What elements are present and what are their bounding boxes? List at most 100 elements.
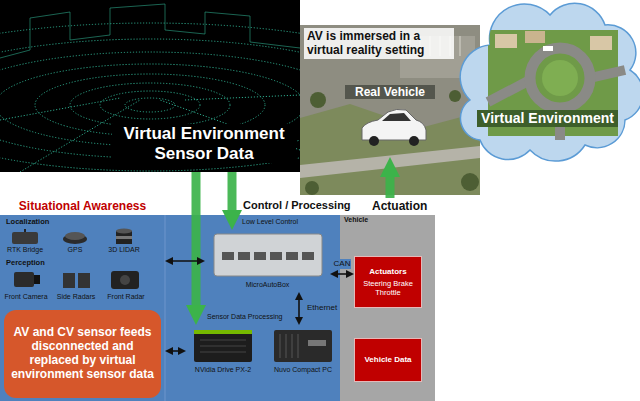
device-pictures — [238, 252, 250, 260]
link-arrow — [298, 295, 300, 322]
aerial-photo — [310, 92, 326, 108]
aerial-photo — [460, 36, 461, 56]
sensor-icons — [116, 236, 132, 239]
aerial-photo — [300, 25, 480, 195]
sensor-icons — [63, 273, 75, 288]
sensor-icons — [65, 232, 85, 240]
vehicle-picture — [409, 136, 419, 146]
device-pictures — [280, 334, 281, 358]
actuator-box: Vehicle Data — [354, 338, 422, 382]
real-vehicle-marker: Real Vehicle — [345, 85, 435, 157]
aerial-photo — [305, 181, 319, 195]
section-heading: Actuation — [372, 199, 427, 213]
photo-caption: AV is immersed in a virtual reality sett… — [304, 28, 454, 59]
device-label: MicroAutoBox — [205, 281, 330, 289]
section-panels — [165, 215, 340, 401]
device-pictures — [308, 340, 326, 346]
sensor-icons — [78, 273, 90, 288]
section-panel: Control / ProcessingMicroAutoBoxNVidia D… — [165, 198, 340, 401]
actuator-box: ActuatorsSteering Brake Throttle — [354, 256, 422, 308]
label-slot: Side Radars — [51, 293, 101, 301]
lidar-point-cloud — [0, 95, 300, 172]
device-pictures — [222, 252, 234, 260]
device-pictures — [254, 252, 266, 260]
device-pictures — [214, 234, 322, 276]
section-panels — [340, 215, 435, 401]
aerial-photo-panel: AV is immersed in a virtual reality sett… — [300, 25, 480, 195]
label-slot: Localization — [6, 217, 49, 226]
vehicle-picture — [382, 113, 411, 121]
edge-label-slot: CAN — [333, 259, 352, 269]
sensor-icons — [12, 232, 38, 244]
aerial-photo — [449, 90, 461, 102]
data-flow-arrow — [228, 172, 237, 216]
group-label: Localization — [6, 217, 49, 226]
link-arrow — [168, 350, 183, 352]
section-panel: ActuationVehicleActuatorsSteering Brake … — [340, 198, 435, 401]
vehicle-picture — [369, 136, 379, 146]
connector-label: Ethernet — [306, 303, 338, 313]
lidar-point-cloud — [125, 98, 175, 112]
vehicle-picture — [362, 109, 426, 146]
component-label: GPS — [50, 246, 100, 254]
image-caption: Virtual Environment Sensor Data — [112, 124, 296, 163]
lidar-point-cloud — [0, 39, 300, 171]
section-label: Low Level Control — [242, 218, 298, 226]
label-slot: Perception — [6, 258, 45, 267]
edge-label-slot: Ethernet — [306, 303, 338, 313]
cloud-callout: Virtual Environment — [455, 0, 640, 160]
device-pictures — [274, 330, 332, 362]
label-slot: Front Camera — [0, 293, 52, 301]
device-pictures — [302, 252, 314, 260]
label-slot: 3D LIDAR — [99, 246, 149, 254]
section-panels — [165, 215, 166, 401]
virtual-scene-render — [495, 34, 517, 48]
virtual-scene-render — [525, 31, 545, 43]
vehicle-picture — [362, 109, 426, 140]
overlay-box: AV and CV sensor feeds disconnected and … — [4, 310, 161, 398]
device-pictures — [286, 252, 298, 260]
aerial-photo — [461, 173, 479, 191]
component-label: RTK Bridge — [0, 246, 50, 254]
device-pictures — [200, 340, 246, 341]
sensor-icons — [116, 229, 132, 234]
device-pictures — [194, 330, 252, 334]
lidar-point-cloud — [0, 0, 300, 172]
connector-label: CAN — [333, 259, 352, 269]
device-pictures — [298, 334, 299, 358]
virtual-scene-render — [488, 80, 530, 102]
device-pictures — [200, 352, 246, 353]
sensor-icons — [24, 229, 26, 232]
link-arrow — [333, 273, 351, 275]
sensor-icons — [120, 275, 130, 285]
section-label: Sensor Data Processing — [207, 313, 282, 321]
lidar-point-cloud — [0, 4, 300, 58]
device-pictures — [292, 334, 293, 358]
box-heading: Vehicle Data — [364, 355, 411, 365]
device-pictures — [280, 334, 298, 358]
box-text: Steering Brake Throttle — [358, 279, 418, 297]
sensor-icons — [111, 271, 139, 289]
link-arrow — [168, 260, 202, 262]
lidar-point-cloud — [0, 23, 300, 172]
section-panels — [0, 215, 165, 401]
aerial-photo — [300, 25, 480, 195]
device-box: NVidia Drive PX-2 — [186, 325, 260, 377]
lidar-image-panel: Virtual Environment Sensor Data — [0, 0, 300, 172]
cloud-shape — [460, 3, 640, 161]
label-slot: Sensor Data Processing — [207, 313, 282, 321]
device-pictures — [286, 334, 287, 358]
data-flow-arrow — [386, 171, 395, 198]
device-label: NVidia Drive PX-2 — [186, 366, 260, 374]
vehicle-caption: Real Vehicle — [345, 85, 435, 99]
virtual-scene-render — [542, 60, 578, 96]
group-label: Perception — [6, 258, 45, 267]
cloud-shape — [460, 3, 640, 161]
section-heading: Control / Processing — [243, 199, 351, 212]
device-box: Nuvo Compact PC — [268, 325, 338, 377]
virtual-scene-render — [543, 46, 553, 51]
component-label: Front Camera — [0, 293, 52, 301]
cloud-caption: Virtual Environment — [477, 110, 618, 127]
